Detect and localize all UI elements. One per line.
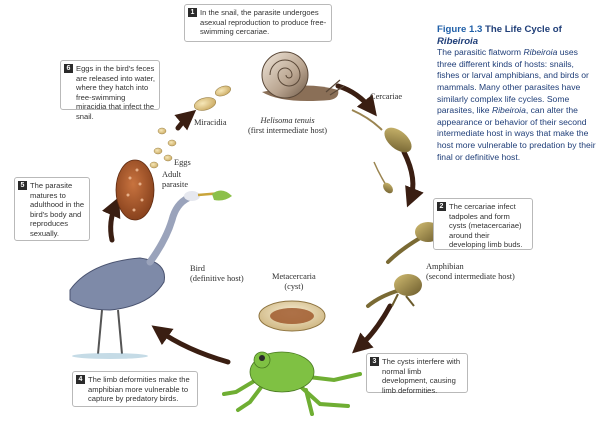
metacercaria-label-line2: (cyst) bbox=[284, 282, 304, 291]
caption-body-before: The parasitic flatworm bbox=[437, 47, 522, 58]
step-6-box: 6 Eggs in the bird's feces are released … bbox=[60, 60, 160, 121]
caption-title-text: The Life Cycle of bbox=[485, 24, 562, 35]
step-4-text: The limb deformities make the amphibian … bbox=[88, 375, 190, 404]
step-2-box: 2 The cercariae infect tadpoles and form… bbox=[433, 198, 533, 250]
cercariae-label: Cercariae bbox=[370, 92, 403, 101]
caption-title: Figure 1.3 The Life Cycle of Ribeiroia bbox=[437, 24, 597, 47]
step-4-box: 4 The limb deformities make the amphibia… bbox=[72, 371, 198, 407]
adult-parasite-illustration bbox=[115, 159, 155, 221]
figure-caption: Figure 1.3 The Life Cycle of Ribeiroia T… bbox=[437, 24, 597, 163]
miracidia-illustration bbox=[193, 85, 231, 111]
step-3-text: The cysts interfere with normal limb dev… bbox=[382, 357, 461, 395]
adult-label-line1: Adult bbox=[162, 170, 182, 179]
adult-label-line2: parasite bbox=[162, 180, 189, 189]
arrow-frog-to-bird bbox=[151, 325, 231, 365]
step-4-number: 4 bbox=[76, 375, 85, 384]
arrow-bird-to-adult bbox=[101, 196, 121, 243]
arrow-snail-to-cercariae bbox=[335, 83, 377, 117]
amphibian-label: Amphibian (second intermediate host) bbox=[426, 262, 515, 282]
eggs-illustration bbox=[149, 127, 177, 169]
tadpole-illustration bbox=[366, 222, 441, 308]
step-5-text: The parasite matures to adulthood in the… bbox=[30, 181, 85, 238]
deformed-frog-illustration bbox=[222, 351, 362, 416]
caption-body-species: Ribeiroia bbox=[523, 47, 558, 58]
miracidia-label: Miracidia bbox=[194, 118, 227, 127]
amphibian-label-line1: Amphibian bbox=[426, 262, 464, 271]
step-3-number: 3 bbox=[370, 357, 379, 366]
step-6-number: 6 bbox=[64, 64, 73, 73]
amphibian-label-line2: (second intermediate host) bbox=[426, 272, 515, 281]
caption-title-species: Ribeiroia bbox=[437, 35, 479, 47]
snail-illustration bbox=[261, 51, 345, 101]
bird-label-line1: Bird bbox=[190, 264, 205, 273]
caption-figure-label: Figure 1.3 bbox=[437, 24, 483, 35]
snail-species-name: Helisoma tenuis bbox=[260, 116, 315, 125]
step-3-box: 3 The cysts interfere with normal limb d… bbox=[366, 353, 468, 395]
caption-body-middle: uses three different kinds of hosts: sna… bbox=[437, 47, 589, 116]
step-1-number: 1 bbox=[188, 8, 197, 17]
metacercaria-label-line1: Metacercaria bbox=[272, 272, 316, 281]
caption-body-after: , can alter the appearance or behavior o… bbox=[437, 105, 596, 162]
step-2-number: 2 bbox=[437, 202, 446, 211]
metacercaria-label: Metacercaria (cyst) bbox=[272, 272, 316, 292]
step-6-text: Eggs in the bird's feces are released in… bbox=[76, 64, 155, 121]
metacercaria-cyst-illustration bbox=[258, 300, 326, 332]
step-1-box: 1 In the snail, the parasite undergoes a… bbox=[184, 4, 332, 42]
cycle-arrows bbox=[101, 83, 424, 365]
step-5-number: 5 bbox=[18, 181, 27, 190]
caption-body-species2: Ribeiroia bbox=[491, 105, 526, 116]
step-5-box: 5 The parasite matures to adulthood in t… bbox=[14, 177, 90, 241]
adult-parasite-label: Adult parasite bbox=[162, 170, 188, 190]
snail-role: (first intermediate host) bbox=[248, 126, 328, 135]
step-2-text: The cercariae infect tadpoles and form c… bbox=[449, 202, 523, 250]
arrow-eggs-to-miracidia bbox=[174, 109, 197, 131]
arrow-amphibian-to-frog bbox=[352, 303, 393, 354]
arrow-cercariae-to-amphibian bbox=[401, 149, 424, 208]
heron-illustration bbox=[69, 190, 232, 359]
eggs-label: Eggs bbox=[174, 158, 191, 167]
step-1-text: In the snail, the parasite undergoes ase… bbox=[200, 8, 327, 37]
bird-label-line2: (definitive host) bbox=[190, 274, 244, 283]
snail-label: Helisoma tenuis (first intermediate host… bbox=[248, 116, 327, 136]
cercariae-illustration bbox=[351, 109, 412, 194]
bird-label: Bird (definitive host) bbox=[190, 264, 244, 284]
